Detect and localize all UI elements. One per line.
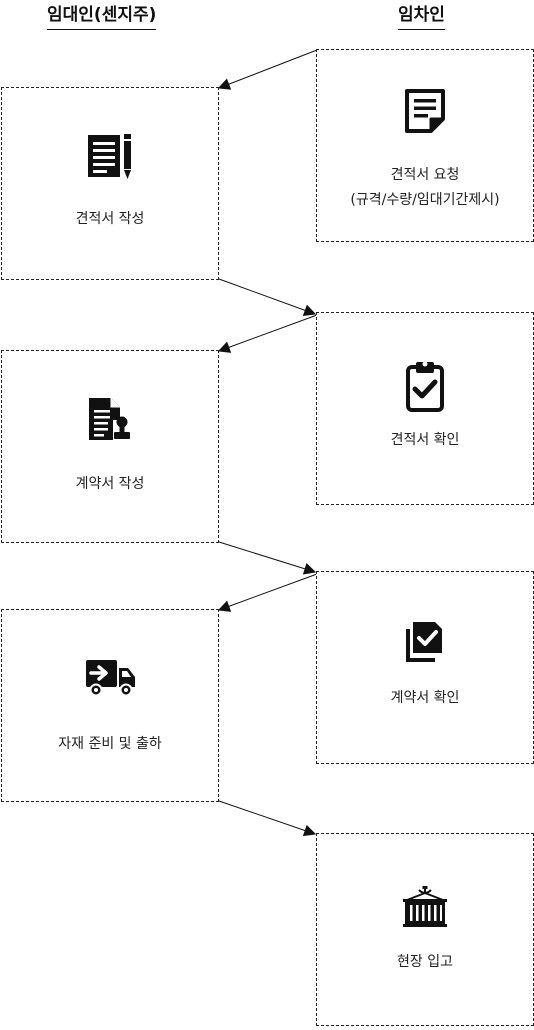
contract-write-label: 계약서 작성 bbox=[75, 476, 145, 492]
clipboard-check-icon bbox=[406, 361, 444, 412]
document-icon bbox=[405, 89, 445, 133]
quote-request-label: 견적서 요청 bbox=[390, 167, 460, 183]
container-icon bbox=[403, 886, 447, 927]
arrow-write-to-confirm bbox=[218, 278, 317, 316]
arrow-ship-to-arrival bbox=[218, 800, 317, 837]
step-contract-write: 계약서 작성 bbox=[1, 350, 219, 543]
contract-stamp-icon bbox=[89, 398, 130, 440]
step-site-arrival: 현장 입고 bbox=[316, 833, 534, 1026]
step-quote-write: 견적서 작성 bbox=[1, 87, 219, 280]
site-arrival-label: 현장 입고 bbox=[397, 954, 453, 970]
arrow-contract-to-confirm bbox=[218, 541, 317, 575]
step-quote-request: 견적서 요청 (규격/수량/임대기간제시) bbox=[316, 49, 534, 242]
lessee-header: 임차인 bbox=[398, 4, 445, 30]
documents-check-icon bbox=[406, 622, 442, 662]
contract-confirm-label: 계약서 확인 bbox=[390, 690, 460, 706]
step-contract-confirm: 계약서 확인 bbox=[316, 571, 534, 764]
delivery-truck-icon bbox=[86, 660, 135, 697]
step-prepare-ship: 자재 준비 및 출하 bbox=[1, 609, 219, 802]
prepare-ship-label: 자재 준비 및 출하 bbox=[58, 736, 162, 752]
arrow-confirm-to-ship bbox=[217, 573, 318, 612]
document-pen-icon bbox=[88, 134, 131, 179]
quote-write-label: 견적서 작성 bbox=[75, 211, 145, 227]
lessor-header: 임대인(센지주) bbox=[47, 4, 157, 30]
quote-request-detail: (규격/수량/임대기간제시) bbox=[350, 192, 500, 208]
arrow-request-to-write bbox=[217, 49, 318, 90]
step-quote-confirm: 견적서 확인 bbox=[316, 312, 534, 505]
arrow-confirm-to-contract bbox=[217, 314, 318, 353]
quote-confirm-label: 견적서 확인 bbox=[390, 432, 460, 448]
